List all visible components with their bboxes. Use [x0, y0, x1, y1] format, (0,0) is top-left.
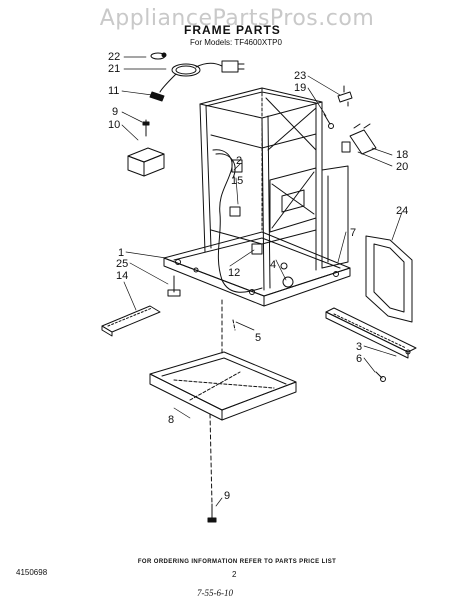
switch-part — [341, 123, 393, 167]
callout-23: 23 — [294, 70, 306, 82]
handwritten-note: 7-55-6-10 — [197, 588, 233, 598]
callout-15: 15 — [231, 175, 243, 187]
callout-7: 7 — [350, 227, 356, 239]
callout-21: 21 — [108, 63, 120, 75]
page-number: 2 — [232, 570, 237, 579]
callout-1: 1 — [118, 247, 124, 259]
callout-18: 18 — [396, 149, 408, 161]
callout-22: 22 — [108, 51, 120, 63]
callout-14: 14 — [116, 270, 128, 282]
callout-20: 20 — [396, 161, 408, 173]
document-code: 4150698 — [16, 568, 48, 577]
strain-relief-part — [121, 90, 165, 102]
callout-11: 11 — [108, 85, 119, 97]
callout-19: 19 — [294, 82, 306, 94]
rail-part — [325, 307, 417, 382]
connector-part — [307, 75, 353, 129]
callout-4: 4 — [270, 259, 276, 271]
models-line: For Models: TF4600XTP0 — [190, 38, 282, 47]
callout-5: 5 — [255, 332, 261, 344]
leader-lines — [125, 163, 347, 331]
callout-2: 2 — [236, 155, 242, 167]
callout-9-bottom: 9 — [224, 490, 230, 502]
side-panel-part — [365, 211, 413, 323]
ordering-info: FOR ORDERING INFORMATION REFER TO PARTS … — [137, 559, 337, 565]
foot-bar-part — [101, 262, 181, 337]
callout-25: 25 — [116, 258, 128, 270]
callout-12: 12 — [228, 267, 240, 279]
callout-3: 3 — [356, 341, 362, 353]
drip-tray-part — [149, 351, 297, 421]
diagram-title: FRAME PARTS — [184, 23, 281, 37]
callout-10: 10 — [108, 119, 120, 131]
callout-8: 8 — [168, 414, 174, 426]
bracket-part — [121, 111, 165, 177]
callout-9: 9 — [112, 106, 118, 118]
main-frame — [163, 87, 351, 506]
power-cord-part — [123, 52, 245, 93]
callout-24: 24 — [396, 205, 408, 217]
callout-labels: 22 21 11 9 10 23 19 2 15 18 20 24 1 25 1… — [108, 51, 408, 502]
bottom-screw-part — [207, 497, 223, 523]
callout-6: 6 — [356, 353, 362, 365]
watermark: AppliancePartsPros.com — [99, 6, 375, 31]
